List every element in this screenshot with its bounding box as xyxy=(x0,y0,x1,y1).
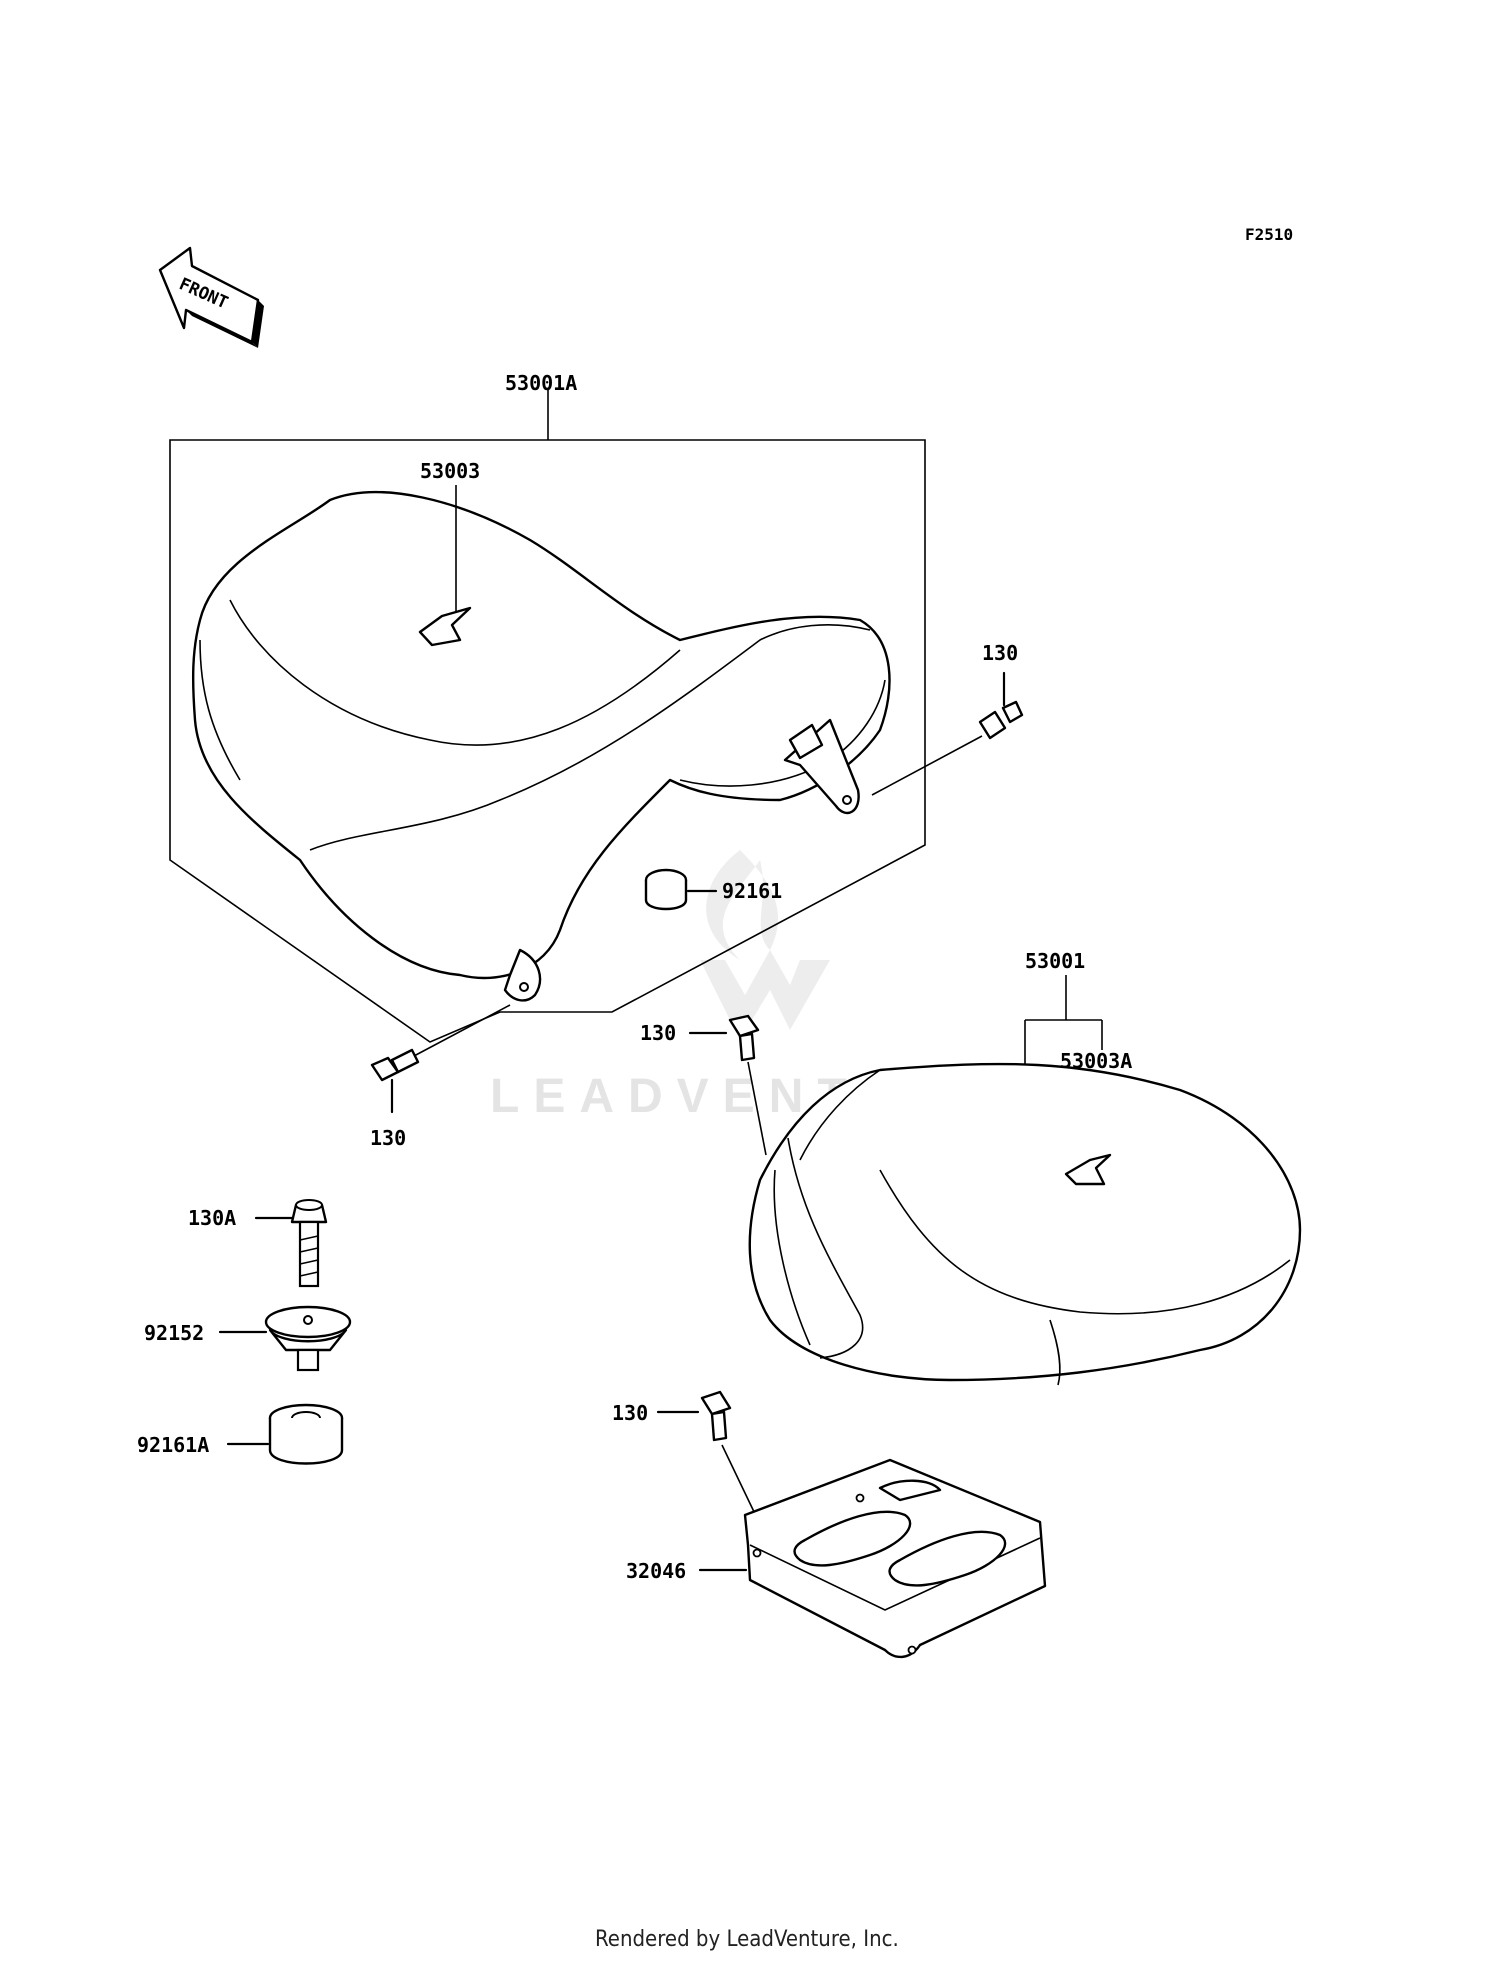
figure-code: F2510 xyxy=(1245,225,1293,244)
seat-plate xyxy=(743,1458,1047,1659)
bolt-icon xyxy=(978,700,1024,740)
callout-53003: 53003 xyxy=(420,459,480,483)
leader-130-mid-to-seat xyxy=(747,1061,767,1156)
callout-53001: 53001 xyxy=(1025,949,1085,973)
bolt-icon xyxy=(728,1014,760,1062)
callout-130-mid: 130 xyxy=(640,1021,676,1045)
bolt-icon xyxy=(370,1048,420,1082)
callout-92161: 92161 xyxy=(722,879,782,903)
callout-92161A: 92161A xyxy=(137,1433,209,1457)
leader-130-right-to-seat xyxy=(871,735,983,796)
bolt-icon xyxy=(700,1390,732,1442)
leader-130-lower-to-seat xyxy=(413,1004,511,1057)
front-seat xyxy=(191,490,891,1002)
callout-92152: 92152 xyxy=(144,1321,204,1345)
callout-130-plate: 130 xyxy=(612,1401,648,1425)
footer-credit: Rendered by LeadVenture, Inc. xyxy=(595,1927,899,1952)
front-arrow-icon: FRONT xyxy=(158,246,264,348)
flange-bolt-icon xyxy=(290,1199,328,1288)
callout-130-right: 130 xyxy=(982,641,1018,665)
callout-130-lower: 130 xyxy=(370,1126,406,1150)
collar-icon xyxy=(264,1305,352,1372)
callout-53001A: 53001A xyxy=(505,371,577,395)
rear-seat xyxy=(748,1062,1302,1386)
rubber-damper-icon xyxy=(644,868,688,911)
seat-assembly-outline xyxy=(169,439,926,1043)
callout-32046: 32046 xyxy=(626,1559,686,1583)
leader-130-to-plate xyxy=(721,1444,757,1517)
pad-label-tag xyxy=(418,606,472,647)
leader-53001 xyxy=(1024,975,1103,1085)
callout-130A: 130A xyxy=(188,1206,236,1230)
rubber-damper-icon xyxy=(268,1403,344,1465)
